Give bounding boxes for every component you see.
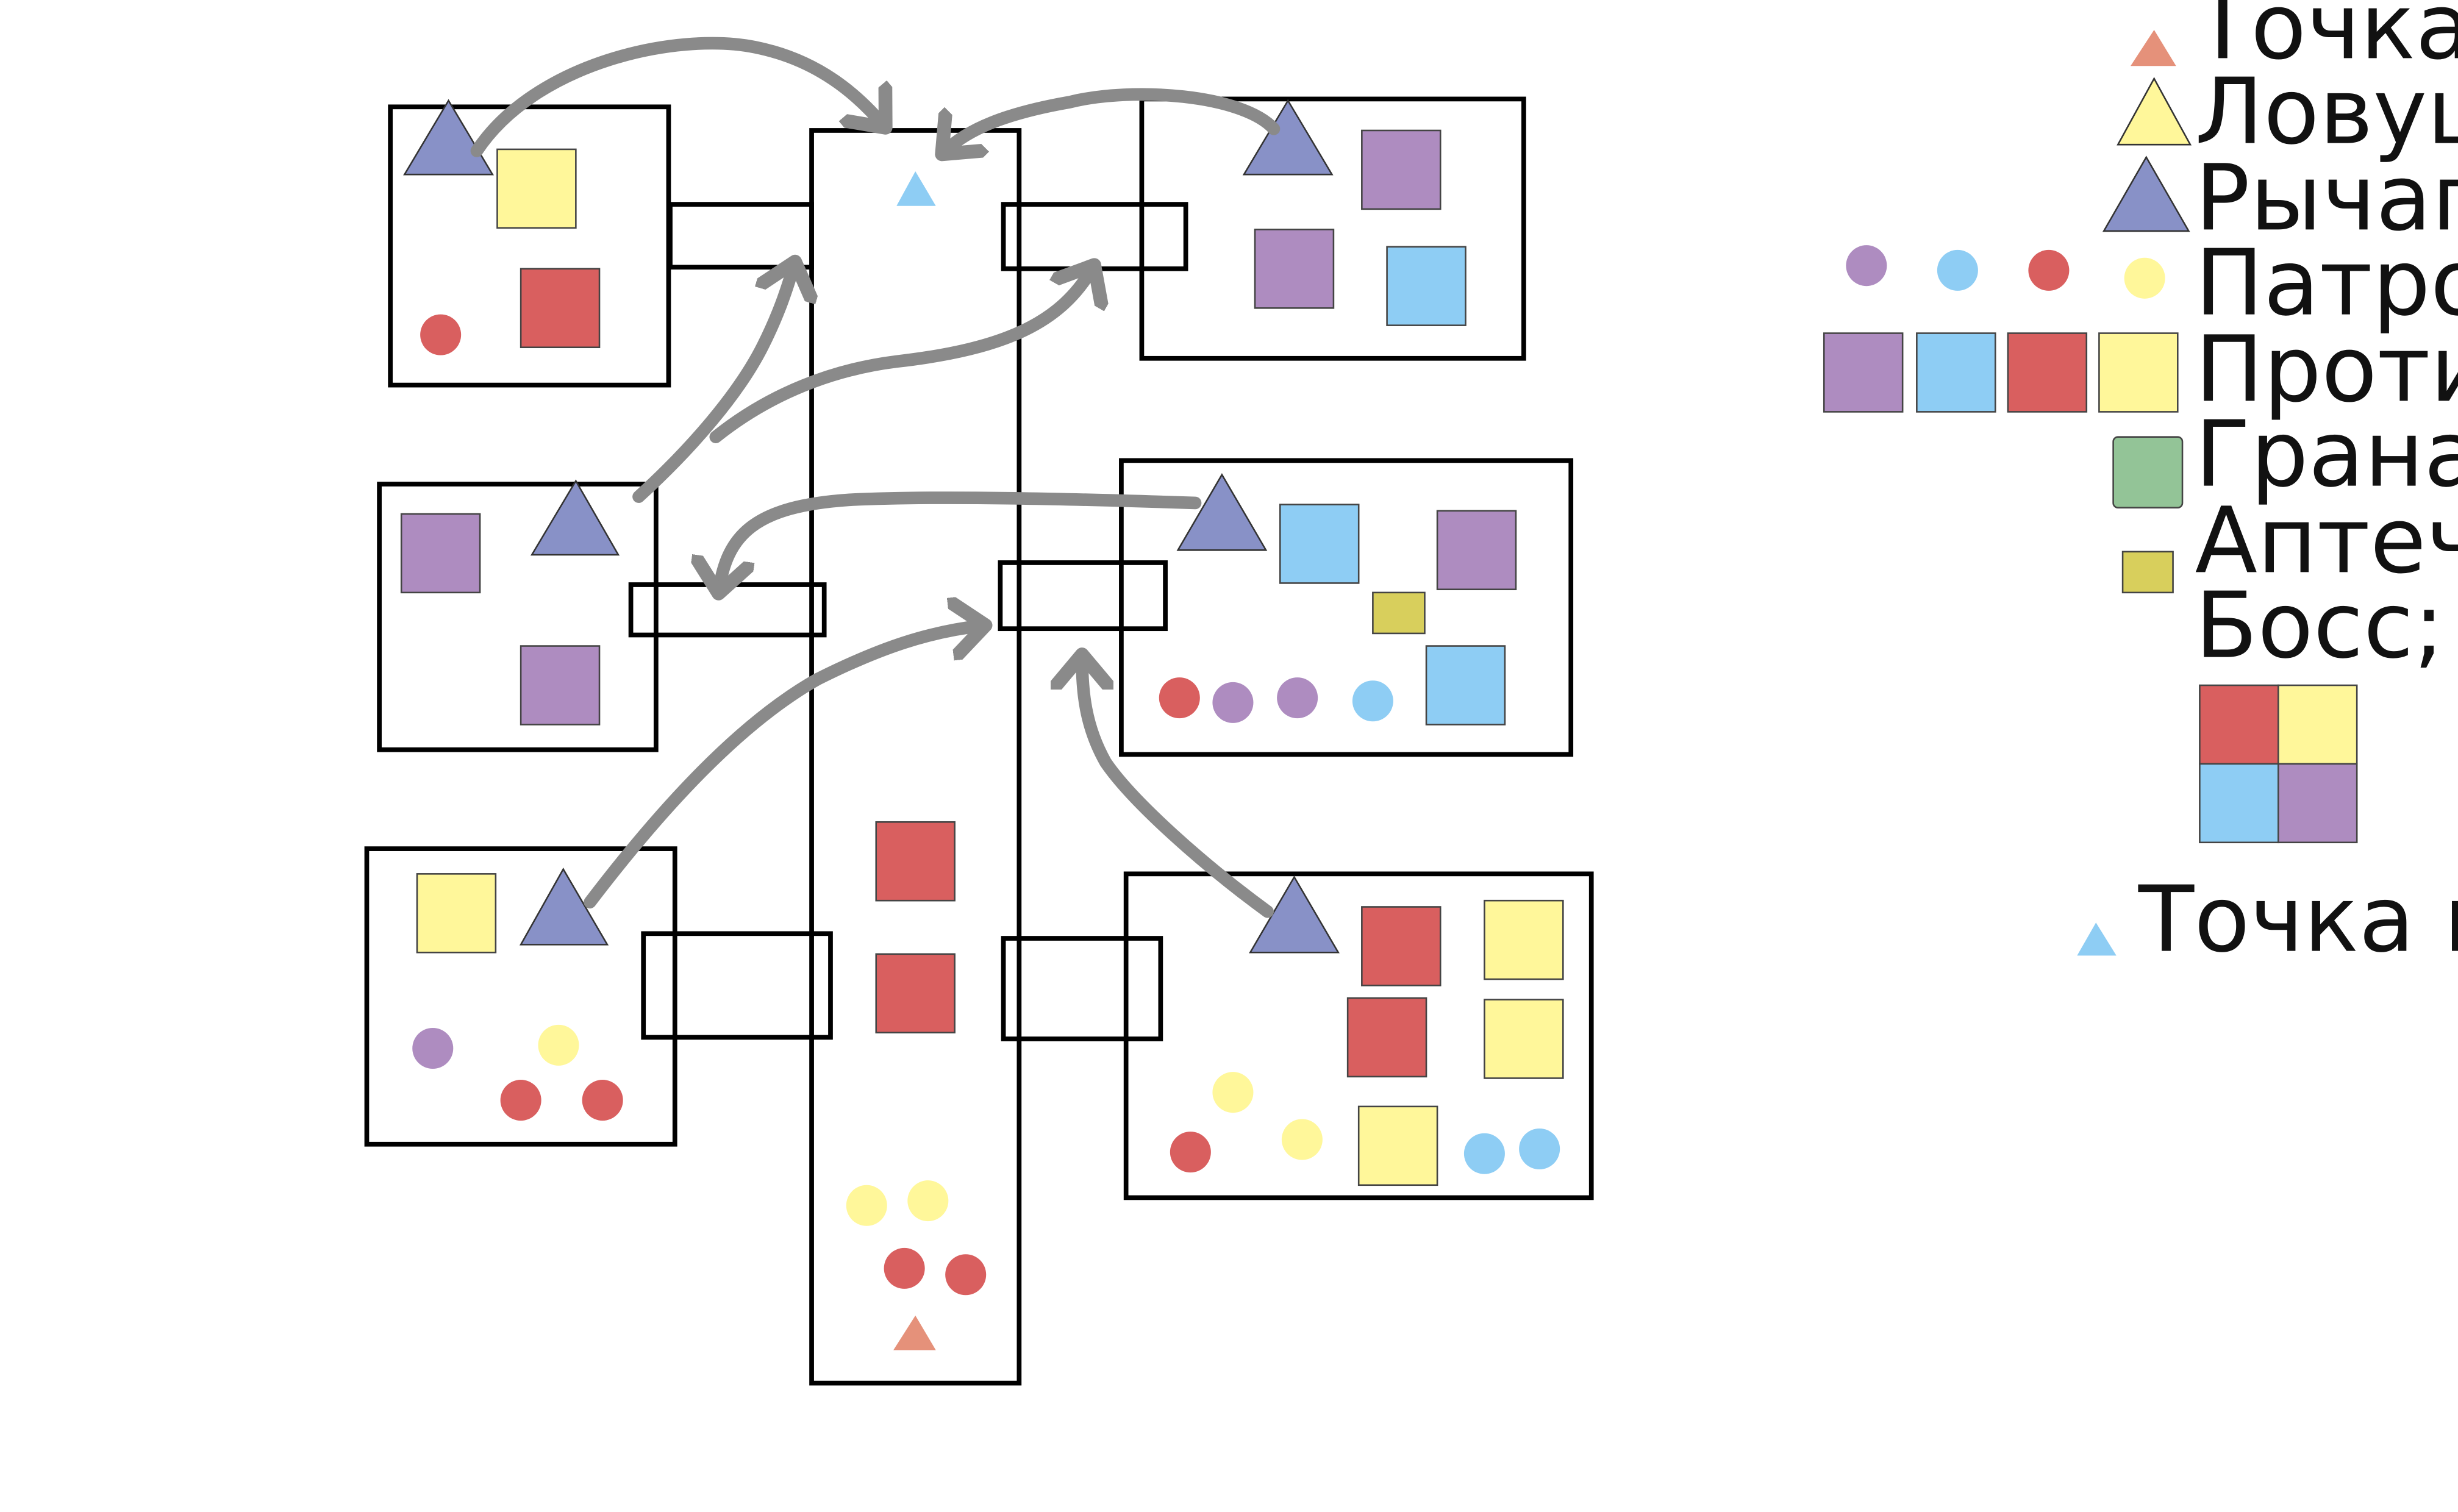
- enemy-red: [875, 821, 956, 902]
- enemy-blue: [1425, 645, 1506, 726]
- lever-triangle: [1242, 99, 1334, 176]
- curved-arrow-icon: [584, 626, 983, 909]
- enemy-yellow-icon: [2098, 332, 2179, 413]
- enemy-blue: [1386, 246, 1467, 326]
- trap-yellow: [416, 873, 497, 954]
- lever-triangle: [530, 479, 620, 556]
- enemy-red: [1346, 997, 1427, 1078]
- enemy-red: [875, 953, 956, 1034]
- ammo-red: [1170, 1132, 1211, 1173]
- ammo-red: [1159, 677, 1200, 719]
- legend-labels: Точка старта Ловушка Рычаг Патроны Проти…: [2138, 0, 2458, 973]
- curved-arrow-icon: [632, 264, 794, 503]
- medkit-icon: [2121, 551, 2174, 594]
- enemy-yellow: [1484, 899, 1564, 980]
- ammo-purple: [1277, 677, 1318, 719]
- lever-triangle-icon: [2102, 155, 2190, 232]
- ammo-purple: [1212, 682, 1254, 723]
- enemy-purple: [400, 513, 481, 594]
- ammo-purple: [412, 1027, 454, 1069]
- enemy-red: [520, 268, 601, 349]
- ammo-blue: [1463, 1133, 1505, 1174]
- legend-trap-label: Ловушка: [2195, 59, 2458, 165]
- exit-point-triangle: [896, 171, 936, 206]
- enemy-yellow: [1484, 999, 1564, 1079]
- curved-arrow-icon: [1082, 657, 1274, 918]
- door-left-top: [668, 202, 814, 270]
- ammo-yellow-icon: [2124, 257, 2165, 299]
- medkit: [1372, 591, 1426, 635]
- ammo-yellow: [1281, 1119, 1323, 1160]
- ammo-blue: [1519, 1128, 1560, 1170]
- room-middle-left: [377, 479, 659, 752]
- ammo-red: [500, 1080, 541, 1121]
- enemy-purple-icon: [1823, 332, 1904, 413]
- room-bottom-right: [1123, 871, 1594, 1200]
- ammo-purple-icon: [1846, 245, 1887, 287]
- legend-enemies-label: Противники: [2195, 316, 2458, 423]
- legend-exit-point-label: Точка выхода: [2138, 867, 2458, 973]
- ammo-red: [582, 1080, 623, 1121]
- enemy-purple: [1254, 229, 1335, 309]
- enemy-purple: [1436, 510, 1517, 591]
- grenade-icon: [2112, 436, 2184, 508]
- legend-grenade-label: Граната: [2195, 402, 2458, 508]
- boss-icon: [2199, 684, 2358, 844]
- enemy-blue: [1279, 504, 1360, 584]
- trap-triangle-icon: [2117, 77, 2192, 146]
- legend-medkit-label: Аптечка: [2195, 488, 2458, 594]
- lever-triangle: [403, 99, 494, 176]
- room-top-left: [388, 99, 671, 388]
- legend-start-point-label: Точка старта: [2195, 0, 2458, 80]
- enemy-purple: [520, 645, 601, 726]
- door-right-middle: [998, 560, 1168, 632]
- enemy-purple: [1361, 129, 1442, 210]
- doors: [628, 202, 1188, 1041]
- arrows: [470, 37, 1281, 918]
- ammo-blue-icon: [1937, 249, 1978, 291]
- exit-point-triangle-icon: [2077, 922, 2117, 956]
- curved-arrow-icon: [470, 37, 884, 157]
- room-top-right: [1139, 96, 1526, 361]
- ammo-yellow: [1212, 1072, 1254, 1113]
- enemy-red: [1361, 906, 1442, 986]
- ammo-yellow: [907, 1180, 949, 1222]
- trap-yellow: [496, 148, 577, 229]
- ammo-red-icon: [2028, 249, 2070, 291]
- legend-ammo-label: Патроны: [2195, 230, 2458, 337]
- curved-arrow-icon: [719, 491, 1202, 591]
- enemy-red-icon: [2007, 332, 2088, 413]
- room-middle-right: [1119, 458, 1574, 757]
- ammo-blue: [1352, 680, 1393, 722]
- door-left-bottom: [641, 931, 833, 1040]
- door-right-bottom: [1001, 936, 1163, 1041]
- start-point-triangle-icon: [2130, 29, 2176, 66]
- ammo-yellow: [538, 1024, 579, 1066]
- door-right-top: [1001, 202, 1188, 271]
- legend-boss-label: Босс;: [2195, 573, 2445, 679]
- legend-lever-label: Рычаг: [2195, 145, 2458, 251]
- curved-arrow-icon: [709, 267, 1093, 443]
- curved-arrow-icon: [944, 88, 1281, 152]
- ammo-red: [884, 1247, 925, 1289]
- door-left-middle: [628, 582, 827, 638]
- central-corridor: [809, 128, 1022, 1386]
- room-bottom-left: [364, 846, 677, 1147]
- ammo-yellow: [846, 1185, 887, 1226]
- lever-triangle: [1176, 472, 1268, 551]
- legend-icons: [1823, 29, 2358, 956]
- enemy-yellow: [1357, 1105, 1438, 1186]
- lever-triangle: [519, 868, 609, 946]
- ammo-red: [945, 1254, 987, 1296]
- start-point-triangle: [893, 1315, 936, 1350]
- ammo-red: [420, 314, 462, 355]
- enemy-blue-icon: [1916, 332, 1996, 413]
